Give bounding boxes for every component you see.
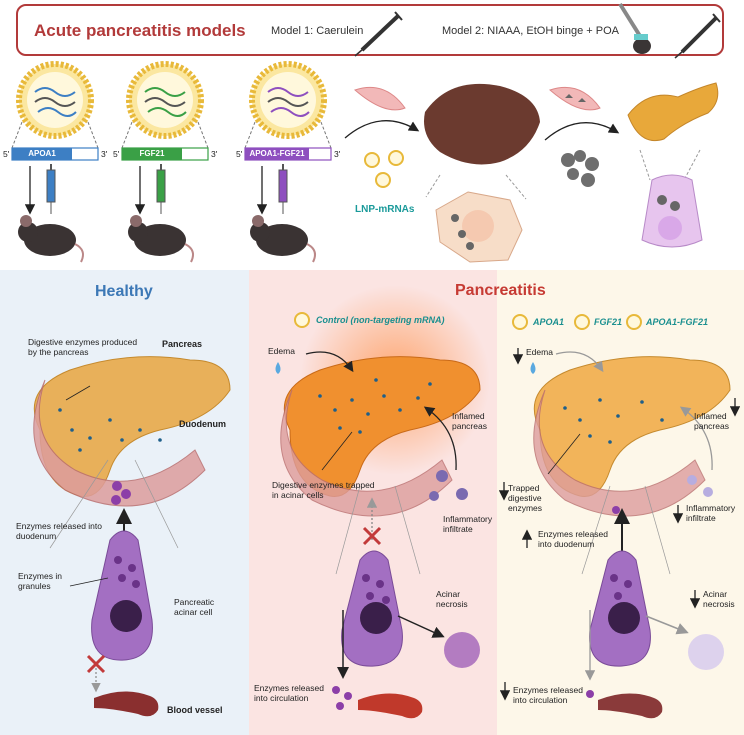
- acinar-cell-label: Pancreatic acinar cell: [174, 597, 215, 617]
- lnp-cluster: [364, 150, 404, 188]
- blood-vessel-healthy: [94, 691, 159, 717]
- gavage-mouse-icon: [618, 2, 651, 54]
- blood-vessel-label: Blood vessel: [167, 705, 223, 715]
- construct-label-combo: APOA1-FGF21: [249, 149, 305, 158]
- enzyme-cluster: [561, 150, 599, 187]
- lnp-apoa1: [16, 61, 94, 139]
- five-prime-1: 5': [3, 149, 10, 159]
- liver-icon: [424, 83, 540, 165]
- enzymes-granules-label: Enzymes in granules: [18, 571, 62, 591]
- treatment-combo-label: APOA1-FGF21: [646, 317, 709, 327]
- mouse-icon-3: [250, 215, 316, 263]
- syringe-icon-model1: [354, 11, 403, 57]
- block-x-icon-pancreatitis: [362, 526, 382, 546]
- inflamed-pancreas-label-treated: Inflamed pancreas: [694, 411, 729, 431]
- necrosis-label-treated: Acinar necrosis: [703, 589, 735, 609]
- trapped-enzymes-label-treated: Trapped digestive enzymes: [508, 483, 543, 513]
- lnp-combo: [249, 61, 327, 139]
- digestive-enzymes-label: Digestive enzymes produced by the pancre…: [28, 337, 138, 357]
- edema-label-treated: Edema: [526, 347, 553, 357]
- construct-label-fgf21: FGF21: [139, 149, 165, 158]
- syringe-icon-apoa1: [46, 164, 56, 214]
- header-title: Acute pancreatitis models: [34, 21, 246, 40]
- treatment-fgf21-label: FGF21: [594, 317, 623, 327]
- model1-label: Model 1: Caerulein: [271, 25, 364, 37]
- three-prime-2: 3': [211, 149, 218, 159]
- lnp-icon-fgf21: [574, 314, 590, 330]
- pancreas-label: Pancreas: [162, 339, 203, 349]
- pancreas-icon-top: [627, 82, 719, 141]
- duodenum-healthy: [33, 379, 206, 507]
- header-box: [16, 4, 724, 56]
- construct-label-apoa1: APOA1: [28, 149, 56, 158]
- released-circulation-label-treated: Enzymes released into circulation: [513, 685, 583, 705]
- released-duodenum-label-treated: Enzymes released into duodenum: [538, 529, 608, 549]
- model2-label: Model 2: NIAAA, EtOH binge + POA: [442, 25, 619, 37]
- immune-cells-icon-treated: [687, 475, 713, 497]
- necrotic-cell-icon: [444, 632, 480, 668]
- acinar-cell-top: [641, 174, 703, 248]
- acinar-necrosis-label: Acinar necrosis: [436, 589, 468, 609]
- five-prime-3: 5': [236, 149, 243, 159]
- blood-vessel-treated: [598, 693, 663, 719]
- control-label: Control (non-targeting mRNA): [316, 315, 445, 325]
- mouse-icon-1: [18, 215, 84, 263]
- pancreatitis-title: Pancreatitis: [455, 282, 546, 299]
- blood-vessel-pancreatitis: [358, 693, 423, 719]
- block-x-icon-healthy: [86, 654, 106, 674]
- edema-label: Edema: [268, 346, 295, 356]
- duodenum-treated: [533, 389, 706, 517]
- three-prime-1: 3': [101, 149, 108, 159]
- three-prime-3: 3': [334, 149, 341, 159]
- syringe-icon-model2: [674, 13, 721, 59]
- duodenum-pancreatitis: [280, 389, 453, 517]
- syringe-icon-combo: [278, 164, 288, 214]
- infiltrate-label-treated: Inflammatory infiltrate: [686, 503, 736, 523]
- enzymes-released-duodenum-label: Enzymes released into duodenum: [16, 521, 102, 541]
- mouse-icon-2: [128, 215, 194, 263]
- edema-drop-icon-treated: [530, 362, 536, 374]
- lnp-icon-control: [294, 312, 310, 328]
- duodenum-label: Duodenum: [179, 419, 226, 429]
- necrotic-cell-icon-treated: [688, 634, 724, 670]
- lnp-fgf21: [126, 61, 204, 139]
- lnp-mrnas-label: LNP-mRNAs: [355, 204, 415, 215]
- five-prime-2: 5': [113, 149, 120, 159]
- inflammatory-infiltrate-label: Inflammatory infiltrate: [443, 514, 493, 534]
- syringe-icon-fgf21: [156, 164, 166, 214]
- edema-drop-icon: [275, 362, 281, 374]
- trapped-enzymes-label: Digestive enzymes trapped in acinar cell…: [272, 480, 375, 500]
- immune-cells-icon: [429, 470, 468, 501]
- treatment-apoa1-label: APOA1: [533, 317, 565, 327]
- healthy-title: Healthy: [95, 283, 153, 300]
- acinar-cell-healthy: [91, 530, 153, 661]
- released-circulation-label: Enzymes released into circulation: [254, 683, 324, 703]
- lnp-icon-combo: [626, 314, 642, 330]
- lnp-icon-apoa1: [512, 314, 528, 330]
- inflamed-pancreas-label: Inflamed pancreas: [452, 411, 487, 431]
